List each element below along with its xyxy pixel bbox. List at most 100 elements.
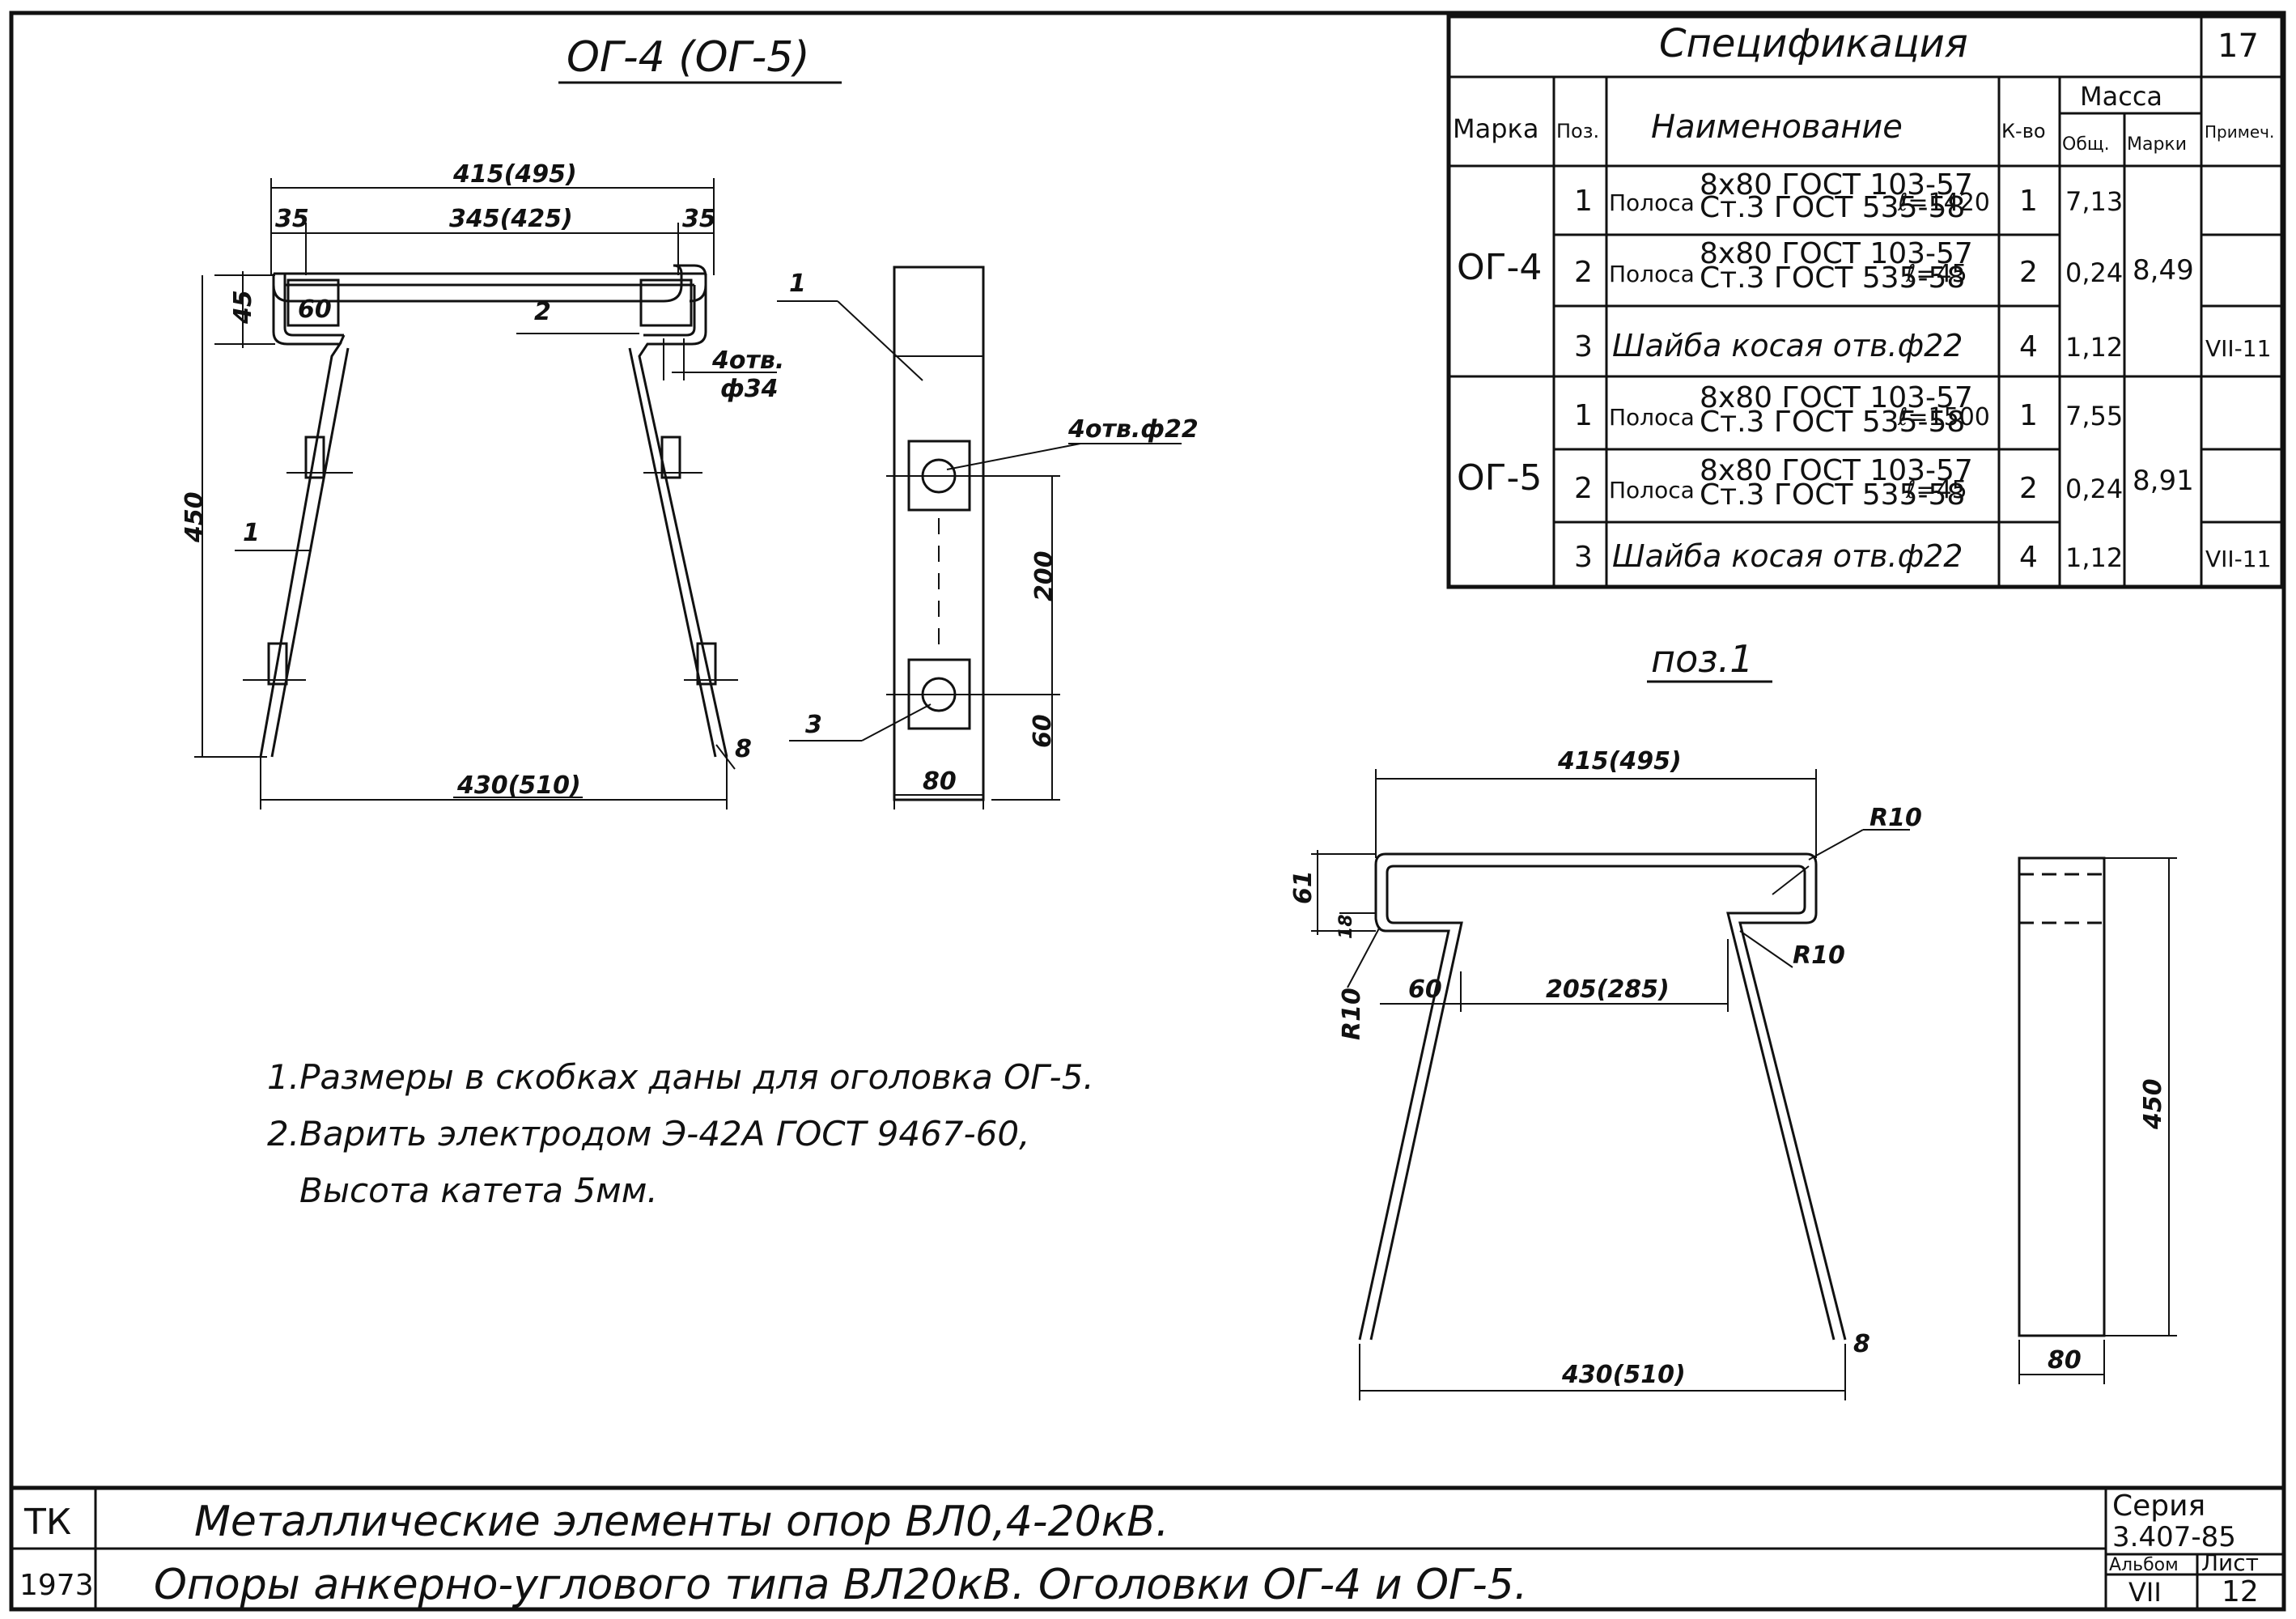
spec-cell: 2: [1574, 256, 1593, 289]
spec-cell: 8х80 ГОСТ 103-57: [1700, 237, 1973, 270]
detail-dim-bottom: 430(510): [1561, 1361, 1686, 1389]
spec-cell: ℓ=1500: [1897, 403, 1990, 431]
spec-cell: 3: [1574, 541, 1593, 574]
tb-series-label: Серия: [2112, 1489, 2205, 1523]
dim-right-end: 35: [682, 205, 716, 233]
detail-dim-mid: 205(285): [1546, 975, 1670, 1004]
spec-cell: 2: [2019, 472, 2038, 505]
notes: 1.Размеры в скобках даны для оголовка ОГ…: [267, 1057, 1094, 1210]
detail-radius-right: R10: [1793, 941, 1845, 970]
spec-cell: 1: [1574, 185, 1593, 218]
detail-dim-top-width: 415(495): [1557, 747, 1682, 776]
side-dim-width: 80: [923, 767, 957, 796]
spec-cell: 7,55: [2065, 401, 2123, 431]
detail-dim-height: 450: [2139, 1078, 2167, 1130]
detail-radius-top: R10: [1869, 804, 1922, 832]
tb-sheet-label: Лист: [2201, 1549, 2259, 1576]
spec-cell: ℓ=1420: [1897, 189, 1990, 217]
group-mark-og4: ОГ-4: [1457, 247, 1542, 288]
hdr-name: Наименование: [1651, 108, 1903, 146]
note-2: 2.Варить электродом Э-42А ГОСТ 9467-60,: [267, 1114, 1029, 1154]
detail-side-bar: [2018, 856, 2106, 1337]
spec-cell: ℓ=45: [1905, 260, 1967, 288]
detail-dim-thickness: 8: [1853, 1330, 1870, 1358]
side-view: 200 60 80 4отв.ф22 1 3: [777, 266, 1199, 810]
title-block: ТК 1973 Металлические элементы опор ВЛ0,…: [9, 1485, 2286, 1612]
dim-overall-width: 415(495): [452, 160, 577, 189]
tb-line1: Металлические элементы опор ВЛ0,4-20кВ.: [194, 1498, 1169, 1546]
spec-page-mark: 17: [2217, 28, 2259, 65]
spec-cell: 1: [2019, 185, 2038, 218]
dim-flange-width: 60: [298, 295, 332, 324]
tb-series-value: 3.407-85: [2112, 1521, 2236, 1553]
hdr-mass-mark: Марки: [2127, 134, 2187, 155]
spec-cell: Ст.3 ГОСТ 535-58: [1700, 478, 1965, 512]
spec-cell: Шайба косая отв.ф22: [1612, 328, 1963, 363]
detail-bracket-outer: [1358, 852, 1847, 1341]
callout-pos1-side: 1: [789, 270, 806, 298]
spec-row: 3 Шайба косая отв.ф22 4 1,12 VII-11: [1574, 538, 2271, 574]
spec-cell: Полоса: [1609, 261, 1695, 287]
spec-cell: 1: [2019, 399, 2038, 432]
side-hole-label: 4отв.ф22: [1067, 415, 1199, 444]
dim-bottom-width: 430(510): [456, 771, 581, 800]
tb-album-value: VII: [2128, 1577, 2162, 1608]
detail-radius-left: R10: [1338, 988, 1366, 1040]
hdr-note: Примеч.: [2205, 122, 2274, 142]
spec-cell: Ст.3 ГОСТ 535-58: [1700, 191, 1965, 224]
hdr-pos: Поз.: [1556, 120, 1599, 142]
group-mark-og5: ОГ-5: [1457, 457, 1542, 499]
spec-cell: VII-11: [2205, 546, 2271, 572]
spec-title: Спецификация: [1659, 21, 1968, 66]
detail-dim-61: 61: [1289, 870, 1318, 904]
dim-height: 450: [180, 491, 209, 543]
spec-row: 1 Полоса 8х80 ГОСТ 103-57 Ст.3 ГОСТ 535-…: [1574, 381, 2123, 439]
detail-bracket-inner: [1369, 865, 1836, 1341]
specification-table: Спецификация 17 Марка Поз. Наименование …: [1446, 14, 2285, 589]
dim-flange-height: 45: [229, 290, 257, 325]
tb-org: ТК: [23, 1502, 71, 1543]
spec-cell: ℓ=45: [1905, 476, 1967, 504]
tb-album-label: Альбом: [2109, 1555, 2179, 1575]
spec-row: 1 Полоса 8х80 ГОСТ 103-57 Ст.3 ГОСТ 535-…: [1574, 168, 2123, 224]
callout-pos2: 2: [534, 298, 551, 326]
hdr-mass-total: Общ.: [2062, 134, 2110, 155]
spec-cell: 4: [2019, 330, 2038, 363]
spec-cell: 1: [1574, 399, 1593, 432]
main-view: ОГ-4 (ОГ-5) 415(495): [180, 33, 842, 810]
spec-cell: 1,12: [2065, 332, 2123, 363]
spec-cell: 4: [2019, 541, 2038, 574]
dim-thickness: 8: [735, 735, 752, 763]
group-mass-og5: 8,91: [2133, 465, 2194, 497]
dim-inner-width: 345(425): [449, 205, 573, 233]
spec-cell: 0,24: [2065, 257, 2123, 288]
tb-sheet-value: 12: [2222, 1575, 2259, 1608]
spec-cell: 8х80 ГОСТ 103-57: [1700, 454, 1973, 487]
spec-cell: 1,12: [2065, 542, 2123, 573]
spec-row: 2 Полоса 8х80 ГОСТ 103-57 Ст.3 ГОСТ 535-…: [1574, 237, 2123, 295]
group-mass-og4: 8,49: [2133, 254, 2194, 287]
detail-dim-60: 60: [1408, 975, 1442, 1004]
spec-cell: Ст.3 ГОСТ 535-58: [1700, 406, 1965, 439]
hdr-mark: Марка: [1453, 113, 1538, 144]
callout-pos3: 3: [805, 711, 822, 739]
spec-cell: Полоса: [1609, 404, 1695, 431]
dim-left-end: 35: [275, 205, 309, 233]
detail-title: поз.1: [1651, 637, 1754, 681]
hole-label-line2: ф34: [720, 375, 779, 403]
note-3: Высота катета 5мм.: [299, 1171, 658, 1210]
spec-cell: Шайба косая отв.ф22: [1612, 538, 1963, 574]
detail-dim-18: 18: [1336, 914, 1356, 939]
spec-cell: 8х80 ГОСТ 103-57: [1700, 381, 1973, 414]
detail-view: поз.1 415(495) R10 R10 R10 61 18: [1289, 637, 2177, 1400]
spec-cell: 2: [2019, 256, 2038, 289]
hole-label-line1: 4отв.: [711, 346, 784, 375]
spec-cell: 3: [1574, 330, 1593, 363]
detail-dim-side-width: 80: [2048, 1346, 2082, 1375]
side-dim-bottom: 60: [1029, 714, 1057, 748]
spec-cell: Полоса: [1609, 477, 1695, 504]
tb-line2: Опоры анкерно-углового типа ВЛ20кВ. Огол…: [154, 1561, 1527, 1609]
spec-cell: VII-11: [2205, 335, 2271, 362]
hdr-qty: К-во: [2001, 120, 2046, 142]
